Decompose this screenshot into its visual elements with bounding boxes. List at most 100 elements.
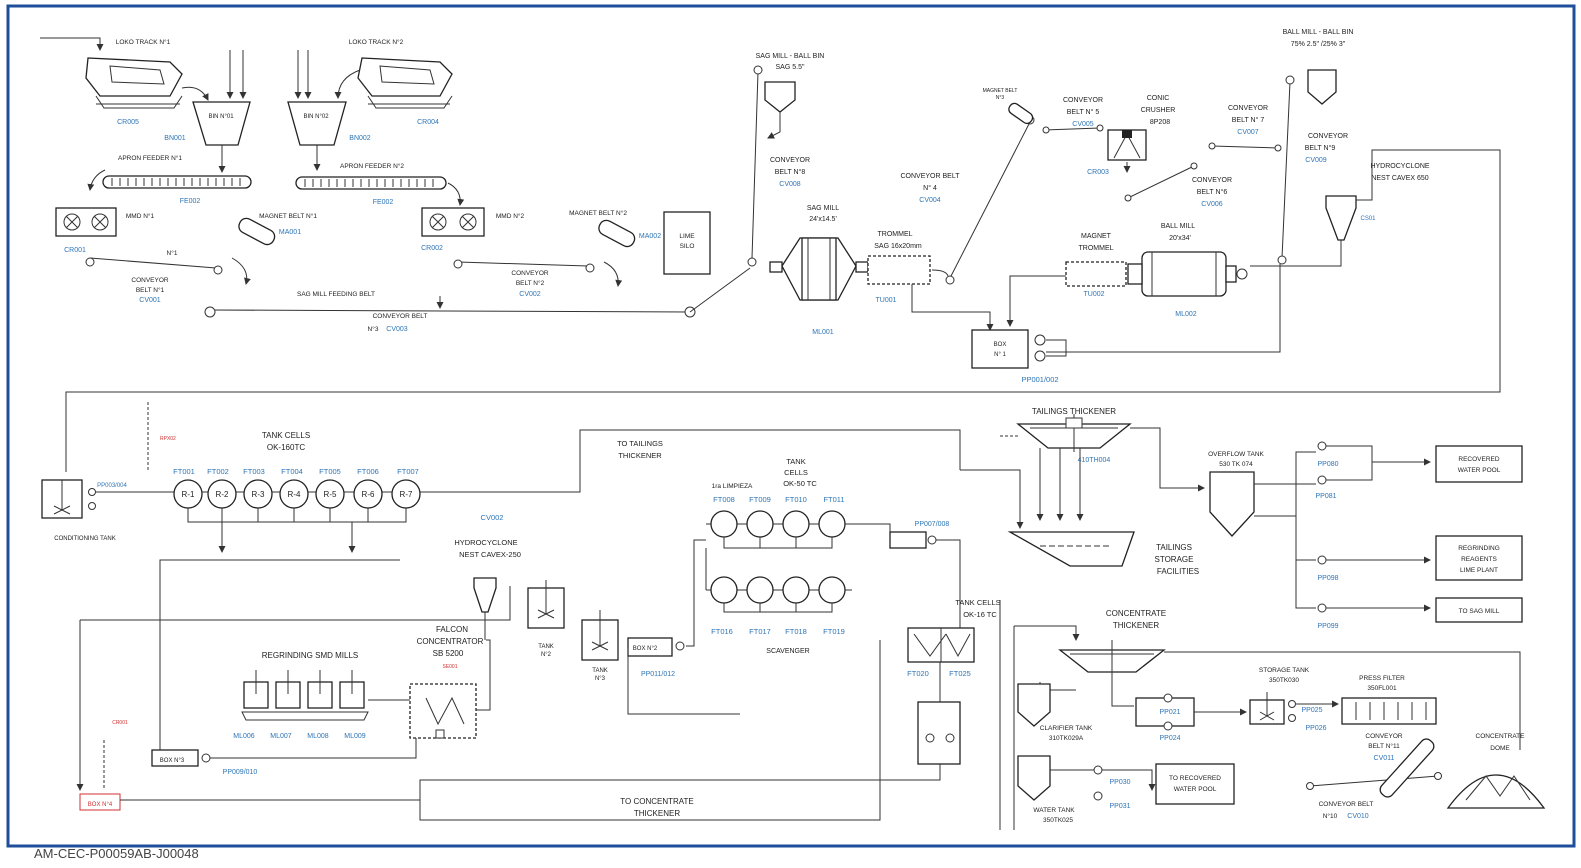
tailings-thickener-tag: 410TH004 (1078, 457, 1111, 464)
recovered-water-pool (1435, 445, 1523, 483)
bin-1 (192, 101, 251, 146)
pump-icon (1093, 791, 1103, 801)
box1-label-a: BOX (994, 342, 1007, 348)
conc-thickener-label-b: THICKENER (1113, 621, 1159, 630)
cell-r5: R-5 (324, 490, 337, 499)
cell-r2: R-2 (216, 490, 229, 499)
scav-tag-3: FT018 (785, 627, 807, 636)
cleaner-cells (706, 510, 852, 549)
loader1-label: LOKO TRACK N°1 (116, 38, 171, 46)
hydro1-tag: CS01 (1360, 216, 1376, 222)
crushing-section: LOKO TRACK N°1 CR005 BIN N°01 BN001 APRO… (40, 37, 751, 333)
box4-red-note: CR001 (112, 720, 128, 726)
mmd1-label: MMD N°1 (126, 212, 155, 220)
box1-tag: PP001/002 (1021, 375, 1058, 384)
water-tank-label-a: WATER TANK (1033, 807, 1075, 814)
cv7-tag: CV007 (1237, 129, 1259, 136)
pp026-label: PP026 (1305, 725, 1326, 732)
box5-tag: PP007/008 (915, 521, 950, 528)
cv7-label-b: BELT N° 7 (1232, 116, 1265, 124)
regrind-label: REGRINDING SMD MILLS (262, 651, 358, 660)
clean-cells-label-b: CELLS (784, 468, 808, 477)
recovered-label-b: WATER POOL (1458, 467, 1501, 474)
cv8-tag: CV008 (779, 181, 801, 188)
box-3 (151, 749, 199, 767)
clean-tag-2: FT009 (749, 495, 771, 504)
ball-mill-tag: ML002 (1175, 311, 1197, 318)
sag-mill-label-a: SAG MILL (807, 205, 839, 212)
conveyor-belt-7 (1211, 145, 1279, 149)
dome-label-b: DOME (1490, 745, 1510, 752)
falcon-red-note: SE001 (442, 664, 457, 670)
cv4-label-b: N° 4 (923, 184, 937, 192)
storage-tank-label-a: STORAGE TANK (1259, 667, 1310, 674)
magnet-belt-3 (1008, 102, 1034, 125)
pp024-label: PP024 (1159, 735, 1180, 742)
crusher-tag: CR003 (1087, 169, 1109, 176)
cv9-label-b: BELT N°9 (1305, 144, 1336, 152)
mmd1-tag: CR001 (64, 247, 86, 254)
tailings-section: TAILINGS THICKENER 410TH004 TAILINGS STO… (960, 407, 1523, 630)
dome-label-a: CONCENTRATE (1476, 733, 1526, 740)
box3-label: BOX N°3 (160, 758, 185, 764)
clarifier-label-a: CLARIFIER TANK (1040, 725, 1093, 732)
pump-pp098: PP098 (1317, 575, 1338, 582)
press-label-a: PRESS FILTER (1359, 675, 1405, 682)
press-filter (1341, 697, 1437, 725)
cell-tag-6: FT006 (357, 467, 379, 476)
scavenger-label: SCAVENGER (766, 648, 809, 655)
storage-label-a: TAILINGS (1156, 543, 1192, 552)
cv5-tag: CV005 (1072, 121, 1094, 128)
conveyor-belt-6 (1127, 165, 1195, 199)
cv5-label-a: CONVEYOR (1063, 97, 1103, 104)
storage-label-c: FACILITIES (1157, 567, 1199, 576)
cv6-tag: CV006 (1201, 201, 1223, 208)
cv4-label-a: CONVEYOR BELT (901, 173, 961, 180)
conveyor-belt-4 (949, 121, 1031, 279)
trommel-label-a: TROMMEL (878, 231, 913, 238)
crusher-label-c: 8P208 (1150, 119, 1170, 126)
conveyor-belt-5 (1043, 127, 1101, 131)
pump-icon (925, 733, 935, 743)
magnet1-label: MAGNET BELT N°1 (259, 212, 317, 220)
tank-cells-label-a: TANK CELLS (262, 431, 310, 440)
recycle-label-a: TO RECOVERED (1169, 775, 1221, 782)
sag-mill (769, 237, 869, 301)
regrind-mills (241, 670, 369, 721)
magnet-belt-2 (598, 219, 636, 248)
to-recovered-water-pool (1155, 763, 1235, 805)
water-tank (1017, 755, 1051, 801)
border-frame (6, 4, 1576, 848)
tc16-tag-1: FT020 (907, 669, 929, 678)
falcon-label-a: FALCON (436, 625, 468, 634)
scav-tag-4: FT019 (823, 627, 845, 636)
cv11-label-b: BELT N°11 (1368, 742, 1400, 750)
lime-silo (663, 211, 711, 275)
lime-label-a: LIME (679, 233, 695, 240)
pump-icon (1317, 475, 1327, 485)
reagents-lime-plant (1435, 535, 1523, 581)
box4-label: BOX N°4 (88, 802, 113, 808)
falcon-concentrator (409, 683, 477, 739)
cv3-tag: CV003 (386, 326, 408, 333)
falcon-label-b: CONCENTRATOR (417, 637, 484, 646)
cv11-label-a: CONVEYOR (1365, 733, 1403, 740)
hydro2-label-a: HYDROCYCLONE (454, 538, 517, 547)
to-sag-label: TO SAG MILL (1459, 608, 1500, 615)
cell-r6: R-6 (362, 490, 375, 499)
loader1-tag: CR005 (117, 119, 139, 126)
clean-tag-1: FT008 (713, 495, 735, 504)
concentrate-dome (1446, 774, 1546, 809)
scavenger-cells (705, 548, 852, 613)
to-conc-b: THICKENER (634, 809, 680, 818)
box-1 (971, 329, 1029, 369)
regrind-tag-4: ML009 (344, 733, 366, 740)
tc16-label-a: TANK CELLS (955, 598, 1000, 607)
apron-feeder-2 (295, 176, 447, 190)
cv9-tag: CV009 (1305, 157, 1327, 164)
regrind-tag-2: ML007 (270, 733, 292, 740)
ball-mill-label-b: 20'x34' (1169, 235, 1191, 242)
ball-mill-bin (1307, 69, 1337, 105)
cv2-label-a: CONVEYOR (511, 270, 549, 277)
conc-thickener-label-a: CONCENTRATE (1106, 609, 1166, 618)
